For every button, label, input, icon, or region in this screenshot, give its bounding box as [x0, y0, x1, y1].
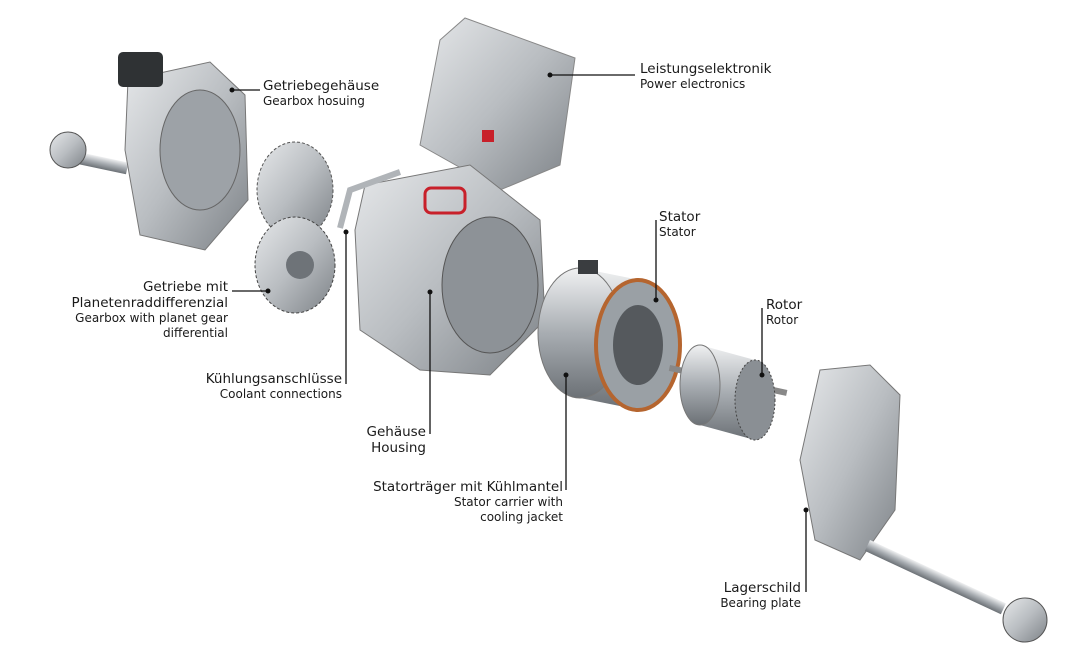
label-stator: Stator Stator: [659, 209, 700, 240]
label-en: Bearing plate: [720, 596, 801, 611]
label-en: Stator: [659, 225, 696, 240]
rotor-part: [668, 344, 788, 441]
label-en: Stator carrier with: [453, 495, 563, 510]
label-en: Gearbox hosuing: [263, 94, 365, 109]
left-drive-shaft: [49, 131, 129, 175]
label-de: Leistungselektronik: [640, 61, 772, 77]
label-en: Coolant connections: [219, 387, 342, 402]
label-gearbox: Getriebe mit Planetenraddifferenzial Gea…: [72, 279, 228, 340]
label-en: Rotor: [766, 313, 799, 328]
label-en: Housing: [371, 440, 426, 457]
label-power-electronics: Leistungselektronik Power electronics: [640, 61, 772, 92]
label-de: Getriebe mit: [142, 279, 228, 295]
label-en: differential: [163, 325, 228, 340]
label-stator-carrier: Statorträger mit Kühlmantel Stator carri…: [373, 479, 563, 524]
leader-lines: [232, 74, 807, 592]
label-de: Statorträger mit Kühlmantel: [373, 479, 563, 495]
label-de: Gehäuse: [366, 424, 427, 440]
label-bearing-plate: Lagerschild Bearing plate: [720, 580, 801, 611]
label-de: Lagerschild: [723, 580, 801, 596]
label-coolant-connections: Kühlungsanschlüsse Coolant connections: [206, 371, 342, 402]
label-en: Gearbox with planet gear: [75, 311, 228, 326]
planetary-gear-part: [254, 141, 336, 314]
right-drive-shaft: [864, 540, 1048, 643]
label-housing: Gehäuse Housing: [367, 424, 427, 456]
motor-housing-part: [337, 164, 546, 376]
label-en: Power electronics: [640, 77, 746, 92]
leader-dots: [229, 72, 809, 513]
label-de: Planetenraddifferenzial: [71, 295, 228, 312]
label-de: Stator: [659, 209, 701, 225]
label-de: Kühlungsanschlüsse: [205, 371, 342, 387]
label-de: Getriebegehäuse: [263, 78, 380, 94]
bearing-plate-part: [799, 364, 901, 561]
label-en: cooling jacket: [480, 509, 563, 524]
stator-part: [537, 260, 682, 412]
label-gearbox-housing: Getriebegehäuse Gearbox hosuing: [263, 78, 379, 109]
label-de: Rotor: [766, 297, 803, 313]
power-electronics-part: [419, 17, 576, 191]
gearbox-housing-part: [118, 52, 249, 251]
label-rotor: Rotor Rotor: [766, 297, 802, 328]
